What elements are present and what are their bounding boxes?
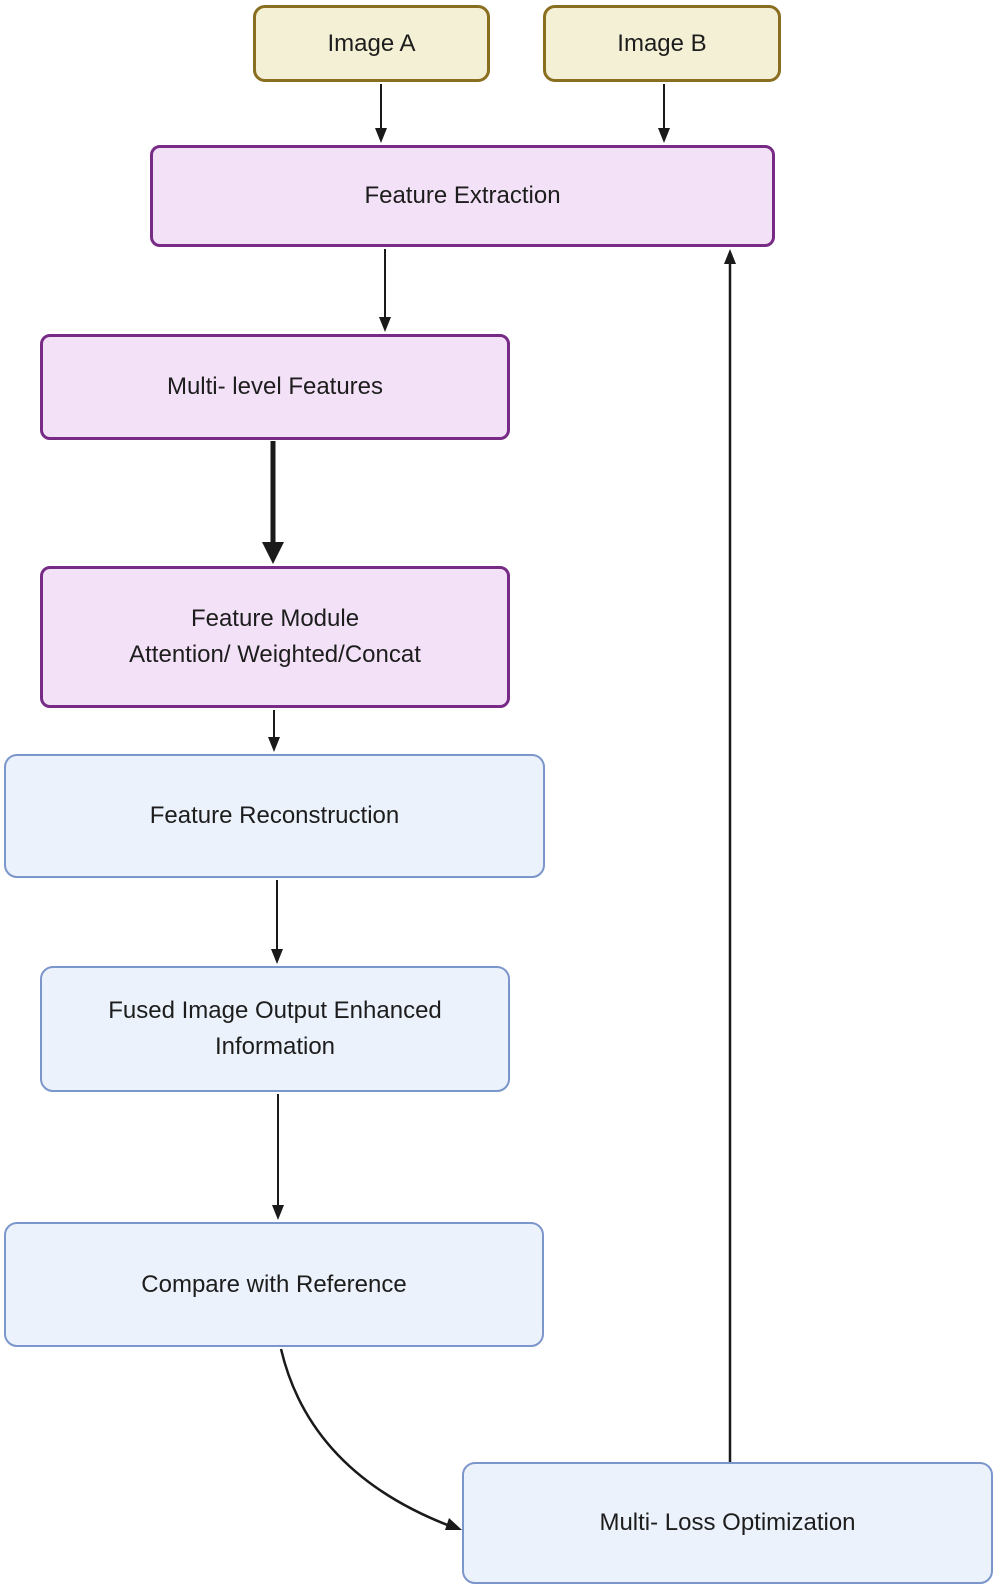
node-image-a: Image A	[253, 5, 490, 82]
node-feature-module: Feature Module Attention/ Weighted/Conca…	[40, 566, 510, 708]
arrow-image-a-to-feature-extraction	[375, 84, 387, 143]
node-multi-loss-optimization-label: Multi- Loss Optimization	[599, 1509, 856, 1536]
node-fused-image-output-label: Fused Image Output Enhanced Information	[108, 997, 442, 1060]
node-multi-level-features-label: Multi- level Features	[166, 373, 384, 400]
node-image-b: Image B	[543, 5, 781, 82]
arrow-multi-level-to-feature-module-thick	[262, 441, 284, 564]
node-feature-extraction: Feature Extraction	[150, 145, 775, 247]
node-feature-extraction-label: Feature Extraction	[364, 182, 561, 209]
arrow-feature-module-to-reconstruction	[268, 710, 280, 752]
arrow-feature-extraction-to-multi-level	[379, 249, 391, 332]
node-compare-with-reference: Compare with Reference	[4, 1222, 544, 1347]
node-feature-reconstruction: Feature Reconstruction	[4, 754, 545, 878]
node-image-b-label: Image B	[617, 29, 707, 57]
node-compare-with-reference-label: Compare with Reference	[141, 1270, 407, 1298]
arrow-fused-output-to-compare	[272, 1094, 284, 1220]
arrow-multi-loss-to-feature-extraction-feedback	[724, 249, 736, 1462]
arrow-compare-to-multi-loss-curved	[279, 1348, 462, 1530]
node-fused-image-output: Fused Image Output Enhanced Information	[40, 966, 510, 1092]
arrow-image-b-to-feature-extraction	[658, 84, 670, 143]
node-feature-reconstruction-label: Feature Reconstruction	[149, 802, 400, 829]
node-multi-level-features: Multi- level Features	[40, 334, 510, 440]
arrow-reconstruction-to-fused-output	[271, 880, 283, 964]
node-image-a-label: Image A	[327, 29, 416, 57]
node-feature-module-label: Feature Module Attention/ Weighted/Conca…	[129, 605, 421, 668]
node-multi-loss-optimization: Multi- Loss Optimization	[462, 1462, 993, 1584]
